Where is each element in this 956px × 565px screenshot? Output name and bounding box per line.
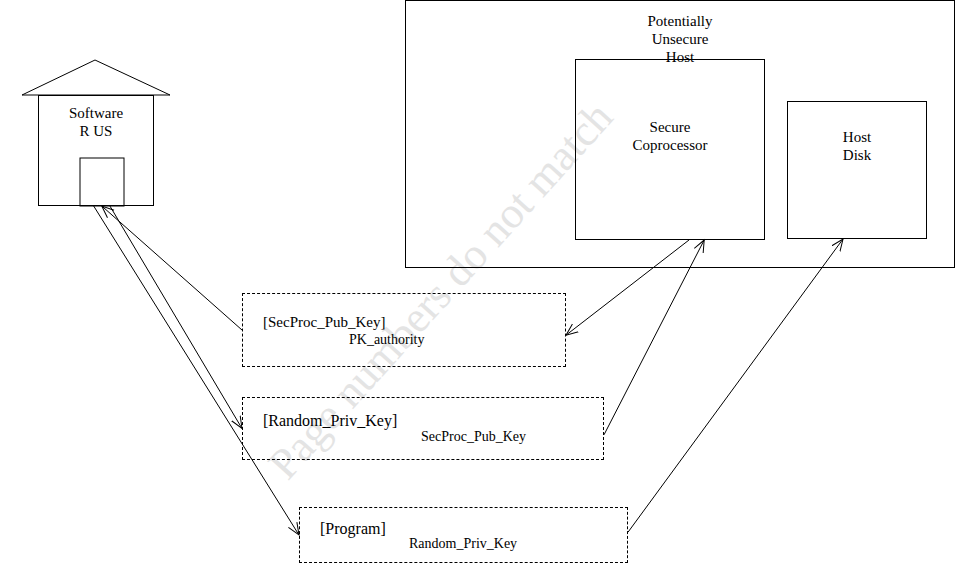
subscript-label: SecProc_Pub_Key bbox=[421, 429, 526, 446]
message-arrow bbox=[94, 206, 299, 535]
message-arrow bbox=[628, 239, 843, 532]
message-box: [Program] Random_Priv_Key bbox=[299, 507, 628, 563]
message-arrow bbox=[566, 240, 689, 335]
node-label: Host Disk bbox=[788, 128, 926, 164]
node-label: [Random_Priv_Key] bbox=[263, 411, 397, 430]
house-door bbox=[80, 158, 124, 206]
node-label: Secure Coprocessor bbox=[576, 118, 764, 154]
node-label: [SecProc_Pub_Key] bbox=[263, 313, 385, 331]
subscript-label: Random_Priv_Key bbox=[409, 536, 517, 553]
disk-box: Host Disk bbox=[787, 101, 927, 239]
coprocessor-box: Secure Coprocessor bbox=[575, 59, 765, 240]
host-region: Potentially Unsecure HostSecure Coproces… bbox=[405, 0, 955, 268]
message-box: [Random_Priv_Key] SecProc_Pub_Key bbox=[242, 397, 604, 460]
message-arrow bbox=[102, 206, 242, 330]
node-label: Software R US bbox=[39, 104, 153, 140]
message-box: [SecProc_Pub_Key]PK_authority bbox=[242, 293, 566, 367]
message-arrow bbox=[604, 240, 704, 435]
node-label: Potentially Unsecure Host bbox=[406, 12, 954, 66]
subscript-label: PK_authority bbox=[349, 332, 424, 349]
house-roof bbox=[22, 60, 170, 95]
node-label: [Program] bbox=[320, 519, 386, 538]
company-house: Software R US bbox=[38, 95, 154, 206]
message-arrow bbox=[110, 206, 242, 429]
